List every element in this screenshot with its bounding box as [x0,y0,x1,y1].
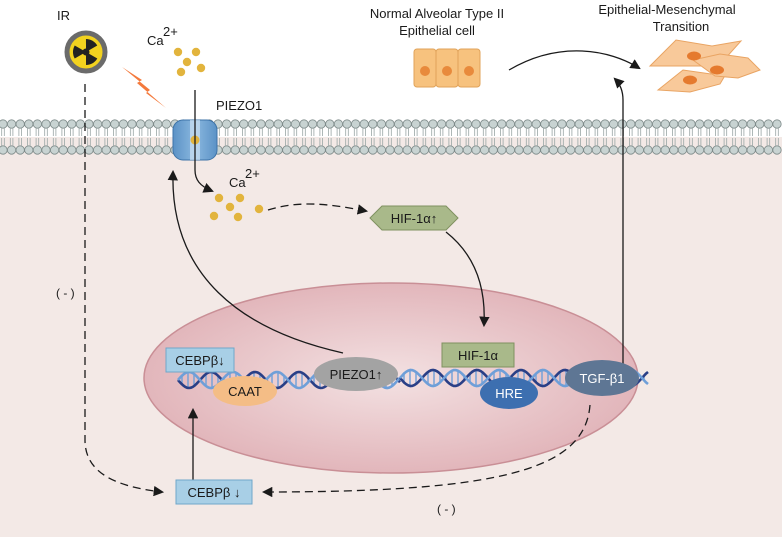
emt-title-line1: Epithelial-Mesenchymal [598,2,735,17]
tgfb1-element: TGF-β1 [565,360,639,396]
hif1a-cytoplasm-badge: HIF-1α↑ [369,205,459,231]
hre-element: HRE [480,377,538,409]
cebpb-cytoplasm-badge: CEBPβ ↓ [175,479,253,505]
negative-regulation-bottom: ( - ) [437,502,456,516]
calcium-ions-extracellular [173,47,206,77]
arrow-tgf-to-cebp [261,404,591,498]
epithelial-cells-icon [413,48,481,88]
arrow-hif-to-nucleus [445,231,490,328]
ca-top-label: Ca [147,33,164,48]
cebpb-nucleus-label: CEBPβ↓ [175,353,224,368]
caat-label: CAAT [228,384,262,399]
ir-label: IR [57,8,70,23]
mesenchymal-cells-icon [648,39,761,93]
normal-cell-title-line2: Epithelial cell [399,23,475,38]
arrow-piezo1-gene-to-channel [167,169,344,354]
cebpb-nucleus-badge: CEBPβ↓ [165,347,235,373]
ca-top-superscript: 2+ [163,24,178,39]
caat-element: CAAT [213,376,277,406]
ca-inside-superscript: 2+ [245,166,260,181]
normal-cell-title-line1: Normal Alveolar Type II [370,6,504,21]
calcium-ions-intracellular [209,193,264,222]
hif1a-cytoplasm-label: HIF-1α↑ [391,211,438,226]
hif1a-nucleus-badge: HIF-1α [441,342,515,368]
hif1a-nucleus-label: HIF-1α [458,348,499,363]
piezo1-gene-label: PIEZO1↑ [330,367,383,382]
piezo1-channel-label: PIEZO1 [216,98,262,113]
arrow-ir-to-cebp [84,84,165,497]
emt-title-line2: Transition [653,19,710,34]
tgfb1-label: TGF-β1 [579,371,624,386]
cebpb-cytoplasm-label: CEBPβ ↓ [188,485,241,500]
lightning-icon [122,67,166,108]
piezo1-gene-element: PIEZO1↑ [314,357,398,391]
ca-inside-label: Ca [229,175,246,190]
arrow-normal-to-emt [508,50,641,71]
negative-regulation-left: ( - ) [56,286,75,300]
arrow-tgf-to-emt [613,77,625,370]
hre-label: HRE [495,386,523,401]
cell-membrane [0,119,782,155]
arrow-calcium-influx [194,90,214,193]
radiation-icon [64,30,108,74]
